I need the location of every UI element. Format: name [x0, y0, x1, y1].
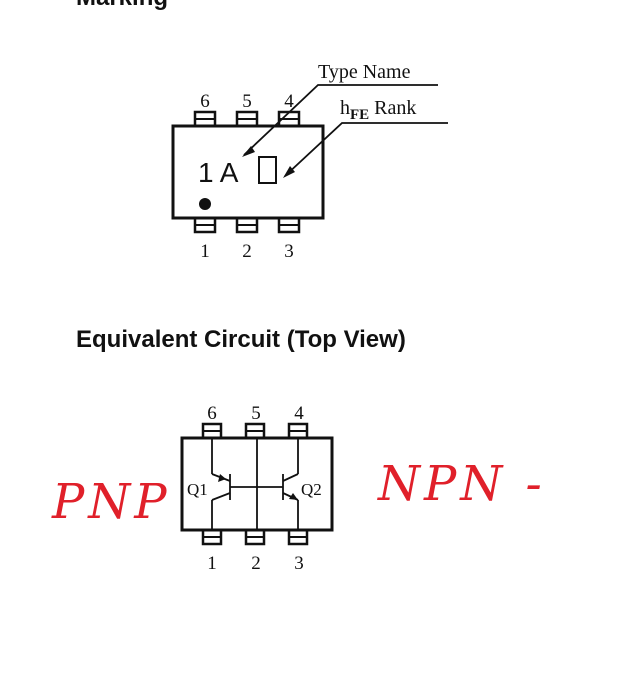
circuit-pin-2: 2 — [251, 553, 261, 574]
pin1-dot — [199, 198, 211, 210]
marking-code: 1 A — [198, 157, 239, 188]
hfe-rank-arrow — [283, 166, 295, 178]
handwritten-npn: NPN - — [377, 456, 546, 512]
circuit-pin-5: 5 — [251, 403, 261, 424]
handwritten-pnp: PNP — [51, 474, 171, 530]
q2-emitter-arrow — [289, 493, 298, 500]
circuit-heading: Equivalent Circuit (Top View) — [76, 326, 406, 353]
marking-pin-5: 5 — [242, 91, 252, 112]
circuit-pin-1: 1 — [207, 553, 217, 574]
type-name-leader — [243, 84, 438, 156]
marking-top-pins — [193, 110, 301, 128]
marking-diagram — [171, 84, 448, 234]
circuit-pin-6: 6 — [207, 403, 217, 424]
q2-label: Q2 — [301, 480, 322, 499]
q1-emitter-arrow — [218, 474, 226, 482]
marking-pin-2: 2 — [242, 241, 252, 262]
marking-pin-6: 6 — [200, 91, 210, 112]
marking-heading: Marking — [76, 0, 168, 12]
marking-bottom-pins — [193, 216, 301, 234]
circuit-pin-3: 3 — [294, 553, 304, 574]
q2-transistor-symbol — [256, 438, 299, 530]
circuit-bottom-pins — [201, 528, 309, 546]
q1-transistor-symbol — [211, 438, 258, 530]
marking-package-body — [171, 124, 325, 220]
type-name-arrow — [242, 146, 255, 157]
hfe-rank-leader — [284, 122, 448, 177]
marking-pin-1: 1 — [200, 241, 210, 262]
q1-label: Q1 — [187, 480, 208, 499]
hfe-rank-label: hFE Rank — [340, 97, 416, 123]
marking-pin-4: 4 — [284, 91, 294, 112]
circuit-pin-4: 4 — [294, 403, 304, 424]
hfe-rank-box — [258, 156, 277, 184]
type-name-label: Type Name — [318, 61, 411, 83]
circuit-top-pins — [201, 422, 309, 440]
marking-pin-3: 3 — [284, 241, 294, 262]
